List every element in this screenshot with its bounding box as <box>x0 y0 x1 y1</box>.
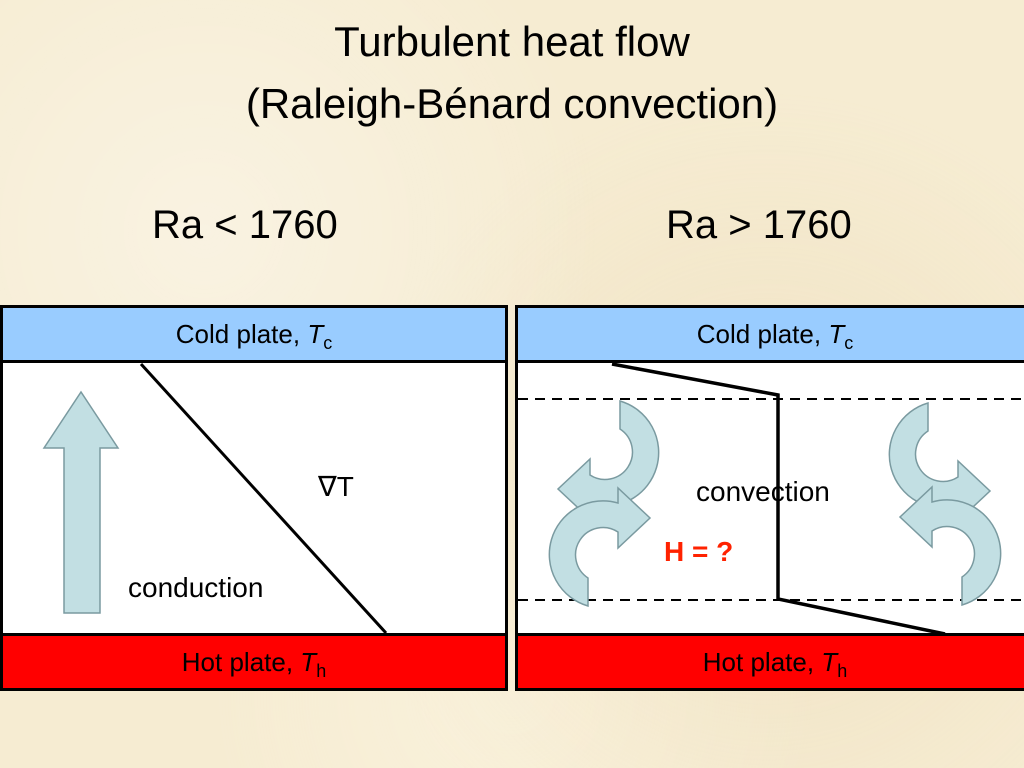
circular-arrow-icon <box>548 487 651 607</box>
up-arrow-icon <box>42 390 120 614</box>
conduction-label: conduction <box>128 572 264 603</box>
hot-plate-subscript: h <box>837 661 848 682</box>
convection-label: convection <box>696 476 830 507</box>
hot-plate-label: Hot plate, <box>181 647 301 677</box>
hot-plate-subscript: h <box>316 661 327 682</box>
cold-plate-left: Cold plate, Tc <box>3 308 505 363</box>
cold-plate-right: Cold plate, Tc <box>518 308 1024 363</box>
temperature-gradient-line <box>139 362 388 635</box>
gradient-label: ∇T <box>318 471 354 502</box>
cold-plate-subscript: c <box>323 333 333 354</box>
cold-plate-label: Cold plate, <box>696 319 829 349</box>
hot-plate-symbol: T <box>821 647 838 677</box>
cold-plate-symbol: T <box>307 319 324 349</box>
hot-plate-symbol: T <box>300 647 317 677</box>
convection-temperature-profile <box>611 362 946 636</box>
cold-plate-label: Cold plate, <box>175 319 308 349</box>
condition-right: Ra > 1760 <box>666 203 852 247</box>
cold-plate-symbol: T <box>828 319 845 349</box>
title-line-2: (Raleigh-Bénard convection) <box>245 80 779 127</box>
cold-plate-subscript: c <box>844 333 854 354</box>
hot-plate-right: Hot plate, Th <box>518 633 1024 688</box>
condition-left: Ra < 1760 <box>152 203 338 247</box>
heat-flux-label: H = ? <box>664 536 734 567</box>
title-line-1: Turbulent heat flow <box>334 18 690 65</box>
hot-plate-left: Hot plate, Th <box>3 633 505 688</box>
circular-arrow-icon <box>899 486 1002 606</box>
hot-plate-label: Hot plate, <box>702 647 822 677</box>
